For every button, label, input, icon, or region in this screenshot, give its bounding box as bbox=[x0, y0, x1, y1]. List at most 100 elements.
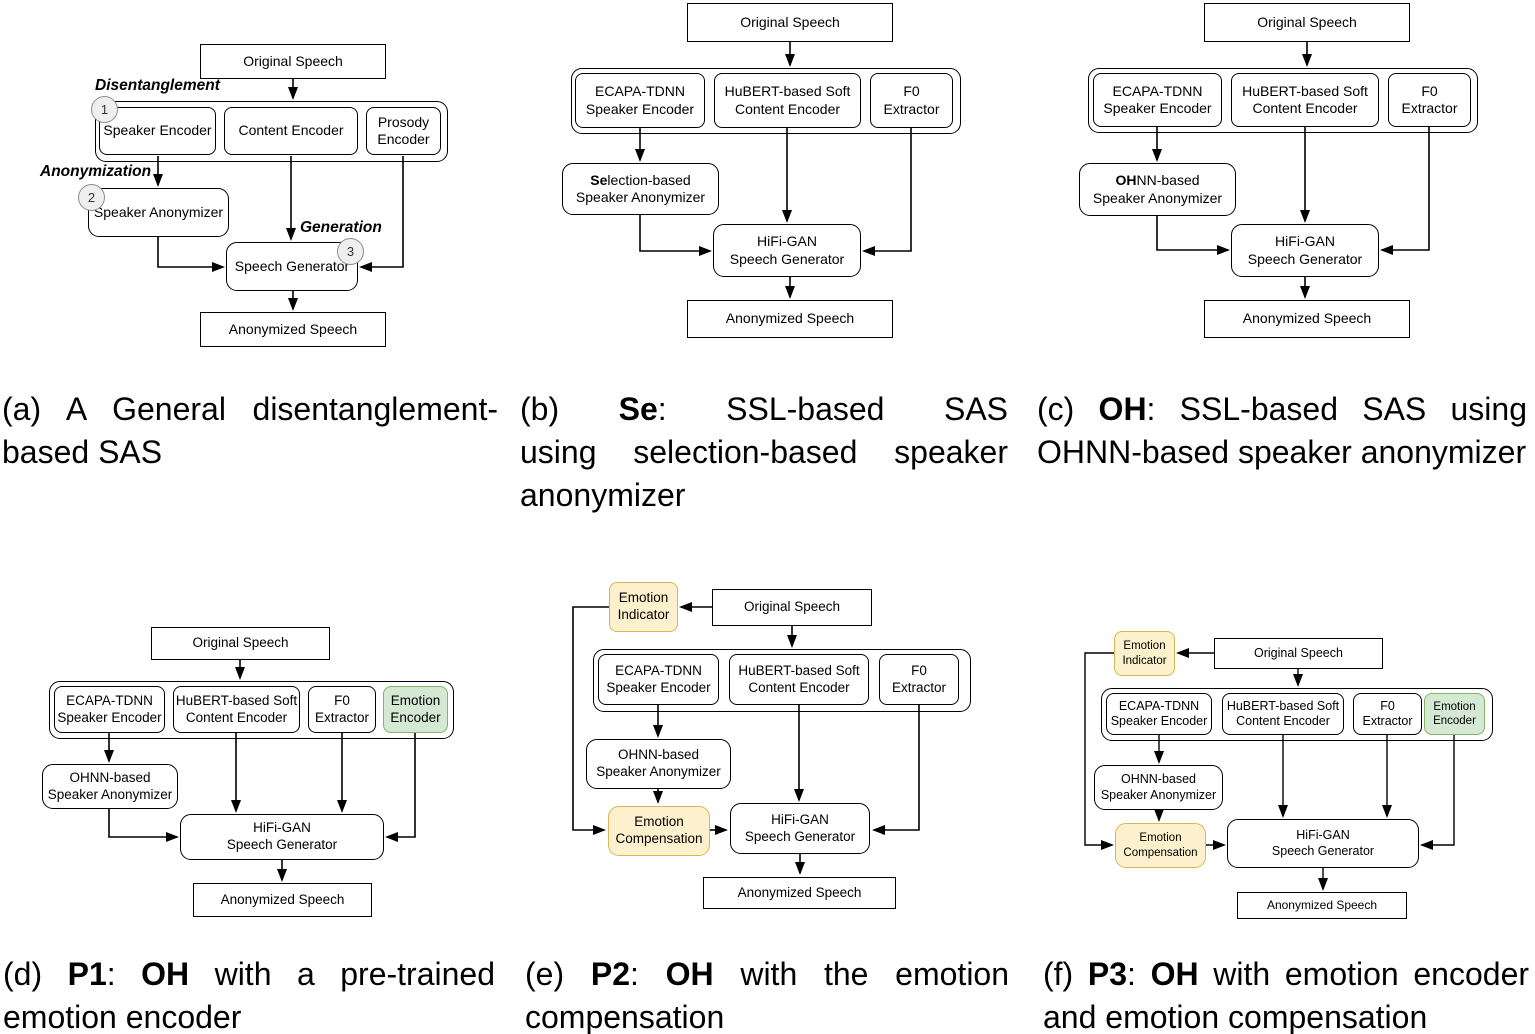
lbl: Prosody bbox=[377, 113, 430, 130]
lbl: Content Encoder bbox=[748, 679, 850, 695]
caption-bold: OH bbox=[1098, 391, 1147, 427]
arrow-indicator-to-compensation bbox=[572, 606, 609, 835]
lbl: Speaker Encoder bbox=[57, 709, 162, 725]
f0-extractor-box: F0 Extractor bbox=[1388, 73, 1471, 127]
anonymized-speech-box: Anonymized Speech bbox=[703, 877, 896, 909]
lbl: Extractor bbox=[1362, 714, 1413, 728]
caption-text: emotion encoder bbox=[3, 999, 242, 1034]
lbl: ECAPA-TDNN bbox=[1118, 698, 1200, 713]
caption-text: OHNN-based speaker anonymizer bbox=[1037, 434, 1527, 470]
lbl: Original Speech bbox=[1257, 13, 1357, 30]
arrow-f0-to-hifigan bbox=[872, 705, 920, 835]
lbl: HiFi-GAN bbox=[253, 820, 311, 836]
caption-line: (e) P2: OH with the emotion bbox=[525, 953, 1009, 996]
f0-extractor-box: F0 Extractor bbox=[879, 654, 959, 705]
ecapa-speaker-encoder-box: ECAPA-TDNN Speaker Encoder bbox=[54, 686, 165, 733]
lbl: Content Encoder bbox=[734, 100, 841, 117]
emotion-encoder-box: Emotion Encoder bbox=[1424, 693, 1485, 735]
caption-text: compensation bbox=[525, 999, 725, 1034]
arrow-anonymizer-to-hifigan bbox=[1156, 216, 1230, 255]
lbl: NN-based bbox=[1136, 172, 1200, 189]
lbl: Original Speech bbox=[740, 13, 840, 30]
emotion-compensation-box: Emotion Compensation bbox=[608, 806, 710, 856]
lbl: Speaker Anonymizer bbox=[575, 189, 706, 205]
arrow-prosody-to-generator bbox=[359, 156, 404, 272]
caption-bold: OH bbox=[141, 956, 190, 992]
caption-text: : bbox=[1127, 956, 1151, 992]
lbl: Speech Generator bbox=[234, 257, 350, 274]
anonymization-label: Anonymization bbox=[40, 163, 152, 180]
lbl: HuBERT-based Soft bbox=[175, 692, 298, 708]
lbl: Speaker Anonymizer bbox=[47, 786, 173, 802]
lbl: Emotion bbox=[634, 814, 684, 830]
caption-text: (c) bbox=[1037, 391, 1099, 427]
lbl-bold: OH bbox=[1115, 172, 1137, 189]
lbl: Speaker Encoder bbox=[103, 122, 212, 139]
caption-text: (e) bbox=[525, 956, 591, 992]
arrow-anonymizer-to-hifigan bbox=[639, 215, 712, 256]
ohnn-speaker-anonymizer-box: OHNN-based Speaker Anonymizer bbox=[1079, 163, 1236, 216]
lbl: ECAPA-TDNN bbox=[66, 692, 153, 708]
lbl: Original Speech bbox=[1254, 645, 1343, 660]
ecapa-speaker-encoder-box: ECAPA-TDNN Speaker Encoder bbox=[1093, 73, 1222, 127]
generation-label: Generation bbox=[300, 219, 382, 236]
lbl: OHNN-based bbox=[617, 747, 700, 763]
disentanglement-label: Disentanglement bbox=[95, 77, 220, 94]
caption-line: OHNN-based speaker anonymizer bbox=[1037, 431, 1527, 474]
caption-c: (c) OH: SSL-based SAS using OHNN-based s… bbox=[1037, 388, 1527, 474]
caption-line: (f) P3: OH with emotion encoder bbox=[1043, 953, 1529, 996]
prosody-encoder-box: Prosody Encoder bbox=[366, 107, 441, 155]
lbl: Indicator bbox=[617, 607, 670, 622]
step-3-circle: 3 bbox=[337, 238, 364, 265]
caption-text: : SSL-based SAS using bbox=[1146, 391, 1527, 427]
lbl: OHNN-based bbox=[1115, 172, 1199, 189]
content-encoder-box: Content Encoder bbox=[224, 107, 358, 155]
caption-b: (b) Se: SSL-based SAS using selection-ba… bbox=[520, 388, 1008, 517]
original-speech-box: Original Speech bbox=[687, 3, 893, 42]
anonymized-speech-box: Anonymized Speech bbox=[687, 300, 893, 338]
lbl: Emotion bbox=[1139, 832, 1182, 845]
ohnn-speaker-anonymizer-box: OHNN-based Speaker Anonymizer bbox=[42, 764, 178, 809]
arrow-anonymizer-to-hifigan bbox=[108, 809, 179, 842]
caption-bold: Se bbox=[618, 391, 658, 427]
hifigan-speech-generator-box: HiFi-GAN Speech Generator bbox=[713, 224, 861, 277]
lbl: Content Encoder bbox=[1236, 714, 1330, 728]
hubert-content-encoder-box: HuBERT-based Soft Content Encoder bbox=[714, 73, 861, 128]
original-speech-box: Original Speech bbox=[1204, 3, 1410, 42]
caption-text: and emotion compensation bbox=[1043, 999, 1428, 1034]
caption-text: (d) bbox=[3, 956, 68, 992]
lbl: Original Speech bbox=[192, 635, 289, 651]
caption-bold: OH bbox=[1150, 956, 1199, 992]
selection-speaker-anonymizer-box: Selection-based Speaker Anonymizer bbox=[562, 163, 719, 215]
lbl: lection-based bbox=[607, 171, 691, 188]
hubert-content-encoder-box: HuBERT-based Soft Content Encoder bbox=[729, 654, 869, 705]
lbl: Anonymized Speech bbox=[1242, 310, 1372, 327]
caption-text: (a) A General disentanglement- bbox=[2, 391, 498, 427]
lbl: Original Speech bbox=[743, 599, 841, 615]
lbl: Emotion bbox=[618, 590, 669, 606]
emotion-compensation-box: Emotion Compensation bbox=[1115, 823, 1206, 868]
arrow-indicator-to-compensation bbox=[1084, 652, 1114, 850]
lbl: Indicator bbox=[1122, 654, 1167, 667]
lbl: HuBERT-based Soft bbox=[724, 83, 851, 100]
lbl: HiFi-GAN bbox=[757, 233, 817, 250]
caption-text: based SAS bbox=[2, 434, 163, 470]
caption-text: using selection-based speaker bbox=[520, 434, 1008, 470]
caption-bold: P2 bbox=[590, 956, 630, 992]
caption-text: with the emotion bbox=[713, 956, 1010, 992]
speaker-anonymizer-box: Speaker Anonymizer bbox=[88, 188, 229, 237]
lbl: F0 bbox=[911, 662, 927, 678]
lbl: Anonymized Speech bbox=[725, 310, 855, 327]
original-speech-box: Original Speech bbox=[1214, 638, 1383, 669]
lbl: Speaker Encoder bbox=[606, 679, 711, 695]
caption-bold: OH bbox=[665, 956, 714, 992]
f0-extractor-box: F0 Extractor bbox=[870, 73, 953, 128]
lbl-bold: Se bbox=[590, 171, 608, 188]
caption-line: based SAS bbox=[2, 431, 498, 474]
caption-text: : bbox=[629, 956, 666, 992]
hifigan-speech-generator-box: HiFi-GAN Speech Generator bbox=[730, 803, 870, 854]
lbl: Emotion bbox=[1433, 700, 1476, 713]
caption-a: (a) A General disentanglement- based SAS bbox=[2, 388, 498, 474]
ohnn-speaker-anonymizer-box: OHNN-based Speaker Anonymizer bbox=[586, 739, 731, 789]
